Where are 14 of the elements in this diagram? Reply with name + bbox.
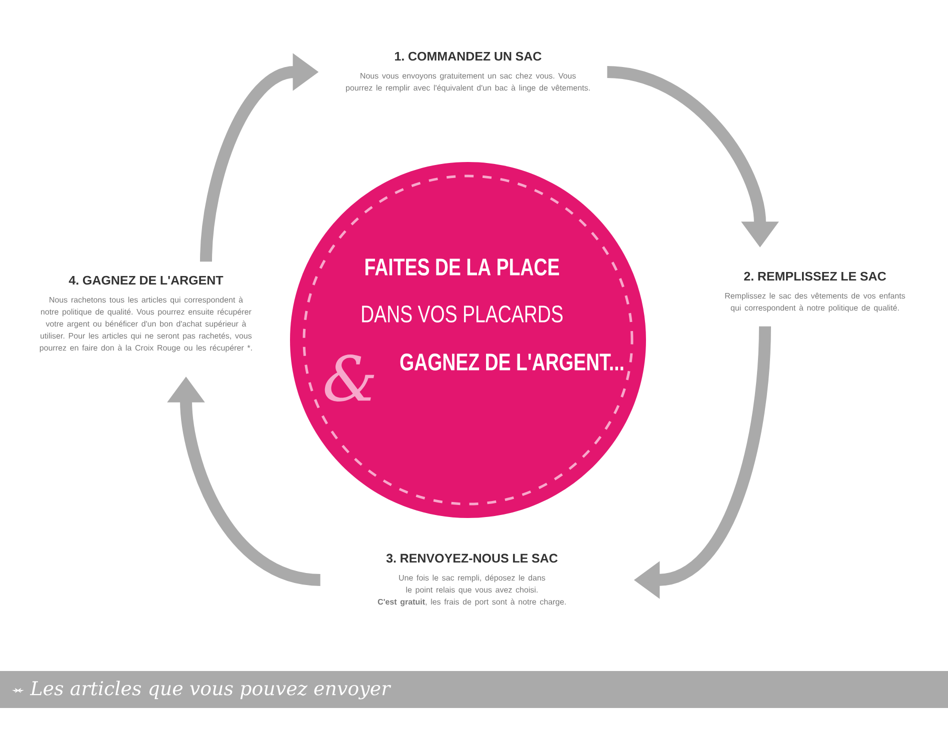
step-description: Nous vous envoyons gratuitement un sac chez vous. Vous pourrez le remplir avec l'équivalent d'un bac à linge de vêtements.: [346, 72, 590, 92]
step-title: 2. REMPLISSEZ LE SAC: [744, 272, 886, 281]
slogan-text: DANS VOS PLACARDS: [362, 306, 563, 322]
step-description: Nous rachetons tous les articles qui correspondent à notre politique de qualité. Vous pourrez ensuite récupérer votre argent ou bénéficer d'un bon d'achat supérieur à utiliser. Pour les articles qui ne seront pas rachetés, vous pourrez en faire don à la Croix Rouge ou les récupérer *.: [40, 296, 252, 352]
slogan-text: FAITES DE LA PLACE: [366, 258, 560, 276]
step-title: 4. GAGNEZ DE L'ARGENT: [68, 276, 224, 285]
step-description: C'est gratuit, les frais de port sont à notre charge.: [378, 598, 566, 606]
slogan-text: &: [324, 354, 374, 402]
banner: Les articles que vous pouvez envoyer: [0, 671, 948, 708]
step-title: 1. COMMANDEZ UN SAC: [395, 52, 542, 61]
step-description: Une fois le sac rempli, déposez le dans le point relais que vous avez choisi.: [399, 574, 546, 594]
step-description: Remplissez le sac des vêtements de vos enfants qui correspondent à notre politique de qualité.: [725, 292, 906, 312]
slogan-text: GAGNEZ DE L'ARGENT...: [400, 354, 624, 370]
step-title: 3. RENVOYEZ-NOUS LE SAC: [386, 554, 558, 563]
